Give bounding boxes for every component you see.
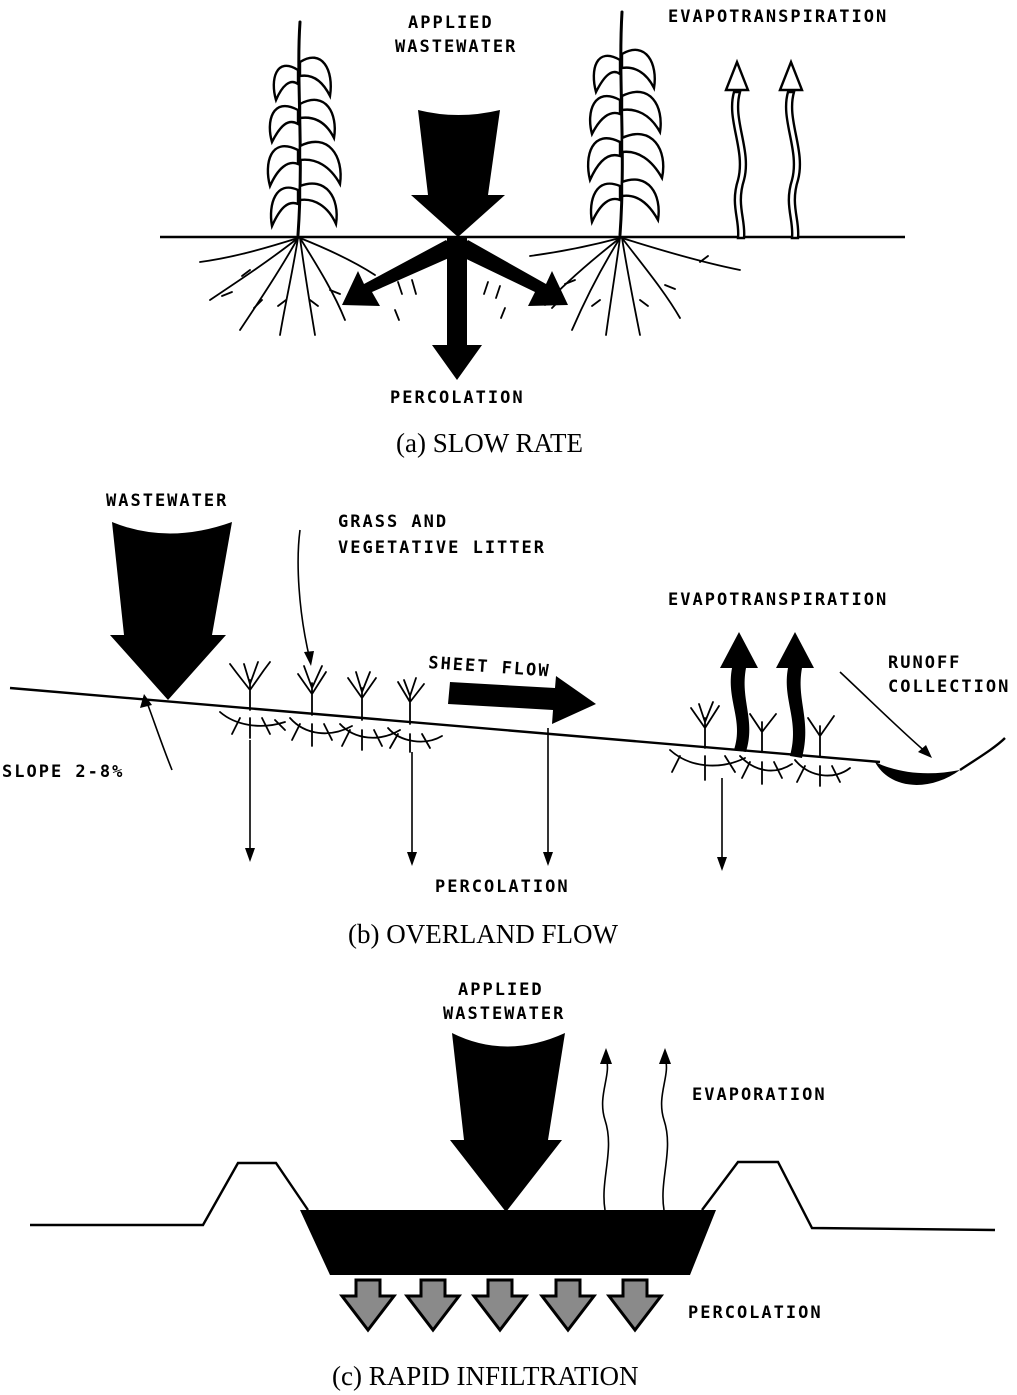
rapid-applied-wastewater-arrow xyxy=(450,1033,565,1212)
runoff-label-2: COLLECTION xyxy=(888,677,1010,697)
slow-rate-percolation-label: PERCOLATION xyxy=(390,388,525,408)
grass-label-2: VEGETATIVE LITTER xyxy=(338,538,546,558)
overland-evapotranspiration-label: EVAPOTRANSPIRATION xyxy=(668,590,888,610)
grass-clumps-right xyxy=(670,702,850,786)
corn-plant-left xyxy=(268,22,341,235)
grass-clumps-left xyxy=(220,662,442,752)
caption-overland-flow: (b) OVERLAND FLOW xyxy=(348,919,618,949)
evaporation-arrows xyxy=(600,1048,671,1210)
overland-percolation-arrows xyxy=(245,728,727,871)
rapid-applied-label-2: WASTEWATER xyxy=(443,1004,565,1024)
roots-left xyxy=(200,238,375,335)
runoff-label-1: RUNOFF xyxy=(888,653,961,673)
panel-rapid-infiltration: APPLIED WASTEWATER EVAPORATION PERCOLATI… xyxy=(30,980,995,1391)
grass-label-1: GRASS AND xyxy=(338,512,448,532)
percolation-spread-arrows xyxy=(342,237,568,380)
runoff-collection-channel xyxy=(875,762,960,785)
overland-wastewater-label: WASTEWATER xyxy=(106,491,228,511)
panel-slow-rate: APPLIED WASTEWATER EVAPOTRANSPIRATION PE… xyxy=(160,7,905,458)
overland-leader-lines xyxy=(140,530,932,770)
panel-overland-flow: WASTEWATER GRASS AND VEGETATIVE LITTER S… xyxy=(2,491,1010,949)
slow-rate-applied-label-1: APPLIED xyxy=(408,13,494,33)
slope-label: SLOPE 2-8% xyxy=(2,762,124,782)
wastewater-arrow xyxy=(110,522,232,700)
rapid-percolation-label: PERCOLATION xyxy=(688,1303,823,1323)
corn-plant-right xyxy=(588,12,663,235)
sheet-flow-label: SHEET FLOW xyxy=(428,653,551,681)
evapotranspiration-thick-arrows xyxy=(720,632,814,758)
grey-percolation-arrows xyxy=(342,1280,661,1330)
caption-rapid-infiltration: (c) RAPID INFILTRATION xyxy=(332,1361,638,1391)
sloped-ground xyxy=(10,688,880,762)
slow-rate-evapotranspiration-label: EVAPOTRANSPIRATION xyxy=(668,7,888,27)
applied-wastewater-arrow xyxy=(411,110,505,237)
roots-right xyxy=(530,238,740,335)
evapotranspiration-arrows xyxy=(726,62,802,238)
sheet-flow-arrow xyxy=(448,676,596,724)
infiltration-basin-water xyxy=(300,1210,716,1275)
slow-rate-applied-label-2: WASTEWATER xyxy=(395,37,517,57)
rapid-applied-label-1: APPLIED xyxy=(458,980,544,1000)
evaporation-label: EVAPORATION xyxy=(692,1085,827,1105)
caption-slow-rate: (a) SLOW RATE xyxy=(396,428,583,458)
overland-percolation-label: PERCOLATION xyxy=(435,877,570,897)
